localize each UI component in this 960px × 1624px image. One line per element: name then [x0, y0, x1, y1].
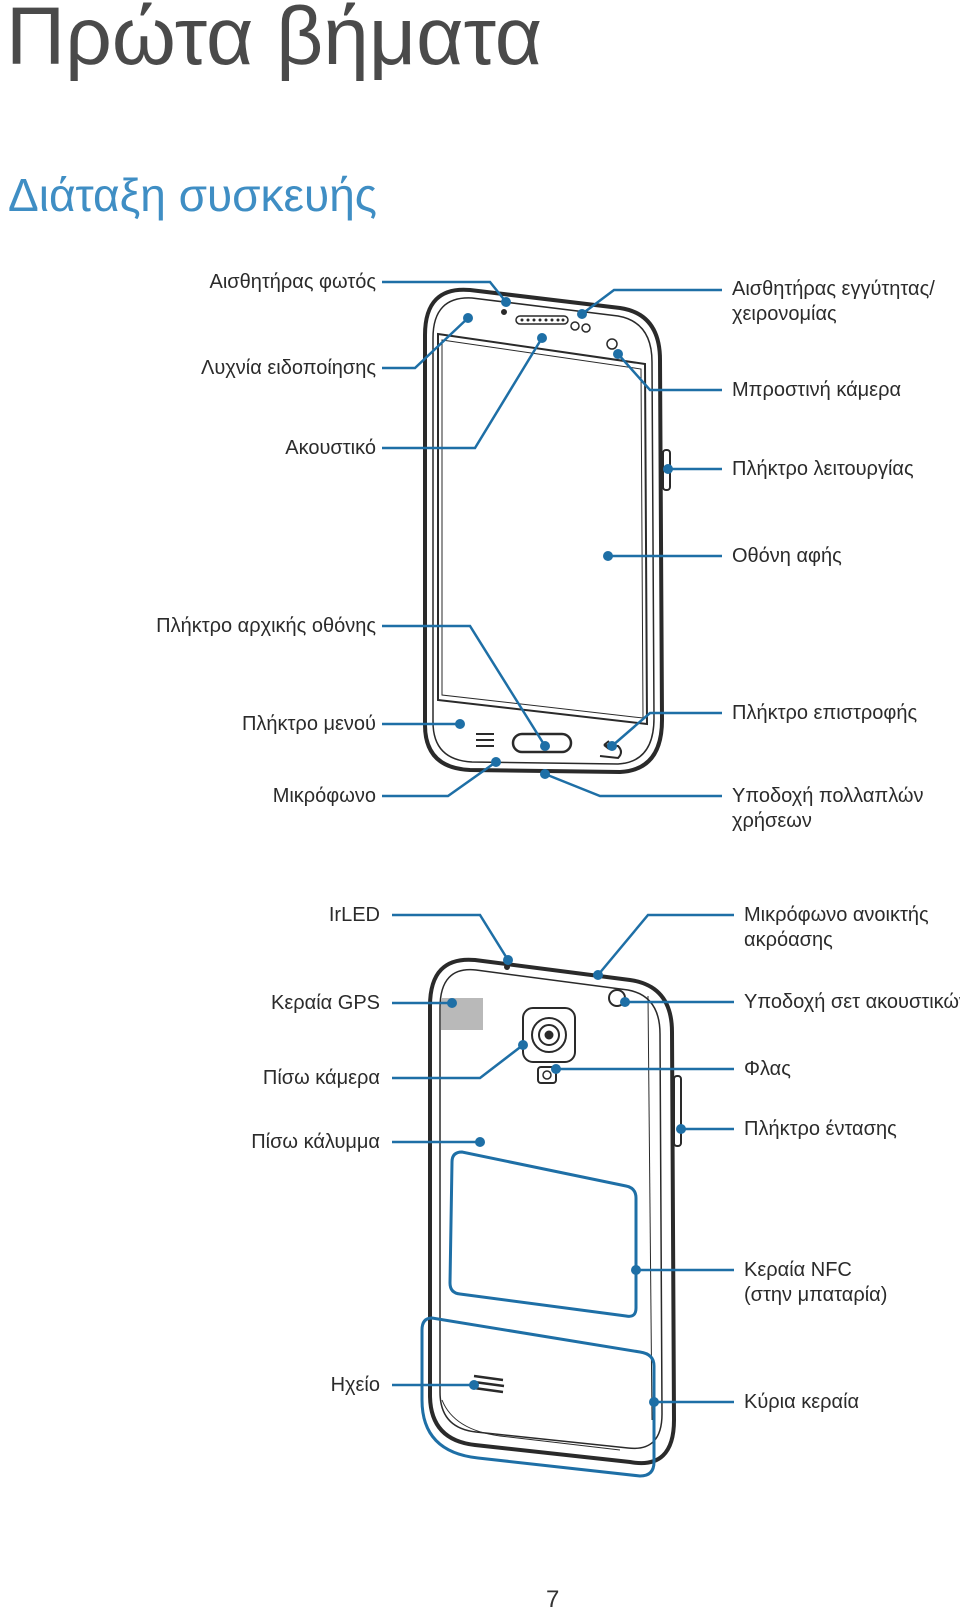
label-multipurpose-jack-1: Υποδοχή πολλαπλών: [732, 785, 924, 807]
home-key-shape: [511, 732, 573, 754]
callout-irled: [392, 913, 510, 961]
label-nfc-antenna-2: (στην μπαταρία): [744, 1284, 888, 1306]
front-body-outline: [423, 287, 665, 775]
callout-light-sensor: [382, 280, 507, 303]
flash-shape: [537, 1066, 557, 1084]
rear-camera-mid: [538, 1024, 560, 1046]
label-gps-antenna: Κεραία GPS: [271, 992, 380, 1014]
rear-camera-outer: [531, 1017, 567, 1053]
callout-earpiece: [382, 337, 544, 450]
back-callouts: [392, 913, 734, 1404]
label-nfc-antenna-1: Κεραία NFC: [744, 1259, 852, 1281]
label-rear-camera: Πίσω κάμερα: [262, 1067, 380, 1089]
volume-key-shape: [673, 1075, 682, 1147]
irled-dot: [504, 964, 510, 970]
label-volume-key: Πλήκτρο έντασης: [744, 1118, 897, 1140]
callout-home-key: [382, 624, 547, 747]
callout-front-camera: [617, 353, 722, 392]
label-touchscreen: Οθόνη αφής: [732, 545, 842, 567]
back-body-inner: [439, 968, 663, 1450]
rear-camera-lens: [544, 1030, 554, 1040]
back-rim-line: [647, 995, 653, 1421]
label-proximity-sensor-1: Αισθητήρας εγγύτητας/: [732, 278, 935, 300]
label-earpiece: Ακουστικό: [285, 437, 376, 459]
front-body-inner: [432, 297, 655, 765]
label-menu-key: Πλήκτρο μενού: [241, 713, 376, 735]
callout-notification-led: [382, 317, 469, 370]
earpiece-grille: [515, 315, 569, 325]
camera-housing: [522, 1007, 576, 1063]
callout-proximity: [581, 288, 722, 315]
label-front-camera: Μπροστινή κάμερα: [732, 379, 902, 401]
light-sensor-dot: [501, 309, 507, 315]
label-flash: Φλας: [744, 1058, 791, 1080]
label-light-sensor: Αισθητήρας φωτός: [209, 271, 377, 293]
label-back-key: Πλήκτρο επιστροφής: [732, 702, 918, 724]
flash-ring: [542, 1070, 552, 1080]
callout-speakerphone-mic: [597, 913, 734, 976]
label-home-key: Πλήκτρο αρχικής οθόνης: [156, 615, 376, 637]
label-power-key: Πλήκτρο λειτουργίας: [732, 458, 914, 480]
speaker-grille: [473, 1374, 505, 1394]
callout-multipurpose: [544, 772, 722, 798]
chapter-title: Πρώτα βήματα: [6, 0, 543, 82]
label-back-cover: Πίσω κάλυμμα: [251, 1131, 380, 1153]
label-multipurpose-jack-2: χρήσεων: [732, 810, 812, 832]
front-callouts: [382, 280, 722, 798]
back-callout-dots: [447, 955, 686, 1407]
back-rim-line-2: [441, 1399, 621, 1451]
proximity-sensor-1: [570, 321, 580, 331]
label-irled: IrLED: [328, 904, 380, 926]
front-phone: [423, 287, 671, 775]
label-main-antenna: Κύρια κεραία: [744, 1391, 860, 1413]
label-notification-led: Λυχνία ειδοποίησης: [201, 357, 376, 379]
callout-microphone: [382, 760, 497, 798]
proximity-sensor-2: [581, 323, 591, 333]
menu-key-icon: [476, 733, 494, 747]
section-title: Διάταξη συσκευής: [8, 169, 377, 221]
label-proximity-sensor-2: χειρονομίας: [732, 303, 837, 325]
front-camera-lens: [606, 338, 618, 350]
touchscreen-frame: [437, 332, 649, 726]
callout-rear-camera: [392, 1044, 524, 1080]
page-number: 7: [546, 1586, 560, 1613]
label-headset-jack: Υποδοχή σετ ακουστικών: [744, 991, 960, 1013]
label-speakerphone-mic-1: Μικρόφωνο ανοικτής: [744, 904, 929, 926]
label-speakerphone-mic-2: ακρόασης: [744, 929, 833, 951]
label-speaker: Ηχείο: [330, 1374, 380, 1396]
front-callout-dots: [455, 297, 673, 779]
back-body-outline: [428, 957, 677, 1466]
callout-back-key: [611, 711, 722, 747]
touchscreen-inner: [441, 339, 644, 719]
nfc-antenna-outline: [448, 1150, 638, 1318]
earpiece-dots: [520, 318, 565, 322]
back-phone: [428, 957, 682, 1466]
main-antenna-outline: [420, 1316, 656, 1478]
label-microphone: Μικρόφωνο: [272, 785, 376, 807]
